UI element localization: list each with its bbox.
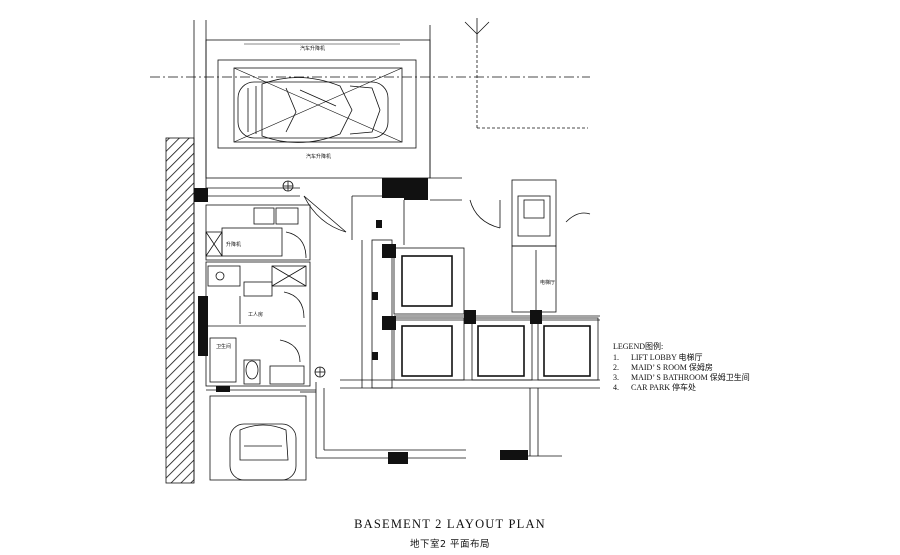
lift-shaft [537, 317, 599, 381]
car-lift-outline [205, 39, 431, 179]
label-lift: 升降机 [226, 241, 241, 248]
legend-item: 2. MAID’ S ROOM 保姆房 [613, 363, 750, 373]
legend-item: 3. MAID’ S BATHROOM 保姆卫生间 [613, 373, 750, 383]
car-icon [237, 77, 389, 143]
legend-item-text: MAID’ S ROOM 保姆房 [631, 363, 713, 372]
label-car-lift-2: 汽车升降机 [306, 153, 331, 160]
label-lobby: 电梯厅 [540, 279, 555, 286]
legend-item-text: CAR PARK 停车处 [631, 383, 697, 392]
plan-title-zh: 地下室2 平面布局 [409, 539, 491, 550]
plan-title-en: BASEMENT 2 LAYOUT PLAN [354, 517, 546, 531]
legend-item-num: 3. [613, 373, 619, 382]
legend-item-num: 4. [613, 383, 619, 392]
legend-item-num: 1. [613, 353, 619, 362]
lift-shaft [471, 317, 533, 381]
legend-item-num: 2. [613, 363, 619, 372]
legend-item-text: MAID’ S BATHROOM 保姆卫生间 [631, 373, 750, 382]
label-maid-room: 工人房 [248, 311, 263, 318]
legend-title: LEGEND图例: [613, 342, 664, 351]
legend: LEGEND图例: 1. LIFT LOBBY 电梯厅 2. MAID’ S ROO… [613, 342, 750, 393]
lift-shaft [393, 317, 465, 381]
legend-item-text: LIFT LOBBY 电梯厅 [631, 353, 703, 362]
legend-item: 4. CAR PARK 停车处 [613, 383, 750, 393]
label-car-lift: 汽车升降机 [300, 45, 325, 52]
label-bathroom: 卫生间 [216, 343, 231, 350]
hatched-wall [165, 137, 195, 484]
car-icon [229, 423, 297, 481]
lift-shaft [393, 247, 465, 315]
legend-item: 1. LIFT LOBBY 电梯厅 [613, 353, 750, 363]
